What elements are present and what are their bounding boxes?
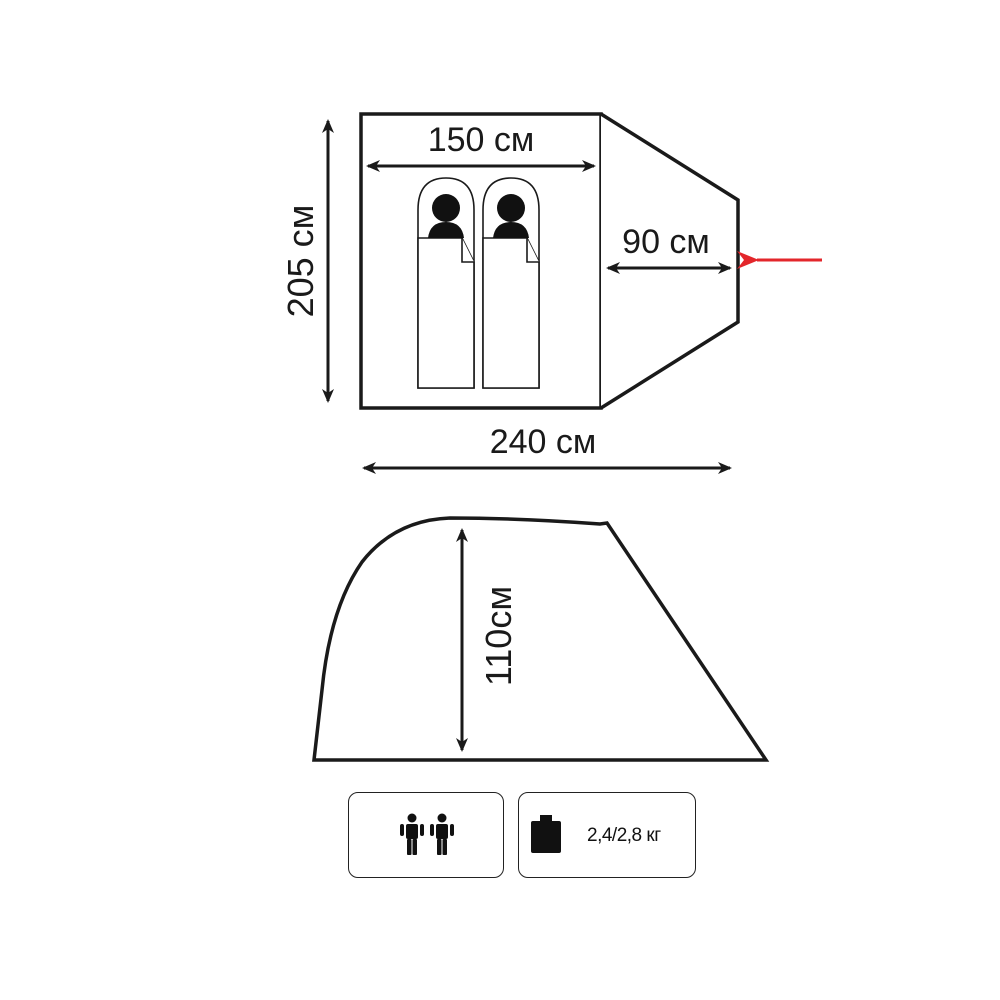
width-dimension-label: 150 см — [428, 121, 535, 159]
side-view: 110см — [312, 516, 770, 762]
weight-badge: 2,4/2,8 кг — [518, 792, 696, 878]
vestibule-dimension-label: 90 см — [622, 223, 710, 261]
vestibule-outline — [600, 112, 740, 410]
sleeping-bag-1 — [417, 177, 475, 389]
top-view: 150 см 90 см 205 см 240 см — [280, 112, 822, 474]
length-dimension-label: 205 см — [280, 205, 321, 318]
weight-icon — [531, 815, 561, 853]
height-dimension-label: 110см — [478, 586, 519, 686]
sleeper-head-icon — [497, 194, 525, 222]
side-profile-outline — [312, 516, 770, 762]
two-persons-icon — [400, 813, 454, 855]
sleeper-head-icon — [432, 194, 460, 222]
total-length-dimension-label: 240 см — [490, 423, 597, 461]
weight-value: 2,4/2,8 кг — [587, 825, 661, 846]
capacity-badge — [348, 792, 504, 878]
sleeping-bag-2 — [482, 177, 540, 389]
